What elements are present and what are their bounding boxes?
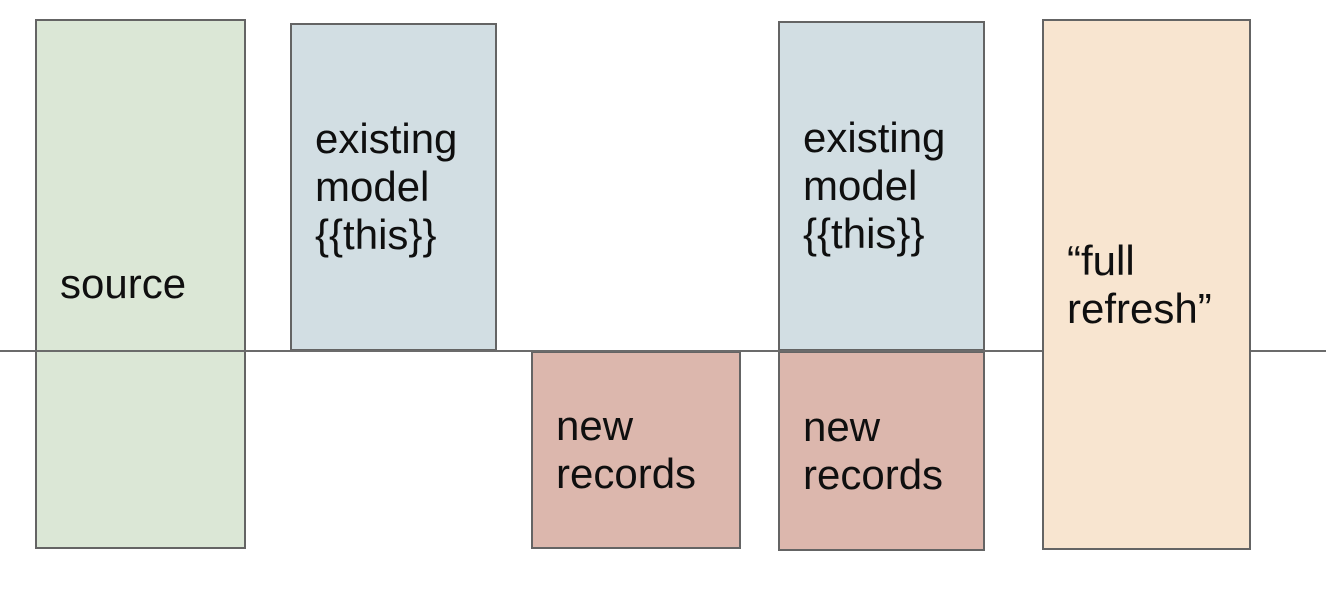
full-refresh-label: “full refresh” [1067, 236, 1212, 332]
existing-model-box-1: existing model {{this}} [290, 23, 497, 351]
divider-line [0, 350, 1326, 352]
existing-model-box-2: existing model {{this}} [778, 21, 985, 351]
full-refresh-box: “full refresh” [1042, 19, 1251, 550]
new-records-label-1: new records [556, 402, 697, 497]
new-records-label-2: new records [803, 403, 944, 498]
new-records-box-1: new records [531, 351, 741, 549]
source-box: source [35, 19, 246, 549]
existing-model-label-2: existing model {{this}} [803, 114, 946, 257]
new-records-box-2: new records [778, 351, 985, 551]
source-label: source [60, 260, 187, 307]
existing-model-label-1: existing model {{this}} [315, 115, 458, 258]
